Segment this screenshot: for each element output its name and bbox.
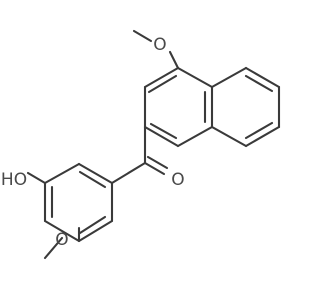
- bond-o-bottom-to-methyl: [43, 236, 64, 260]
- bond-ring-to-hydroxyl: [26, 171, 47, 185]
- bond-ph-1-inner: [78, 170, 107, 189]
- molecule-structure-diagram: O O HO O: [1, 29, 281, 260]
- bond-naph-a6: [176, 66, 214, 89]
- bond-naph-b2-inner: [244, 74, 274, 93]
- bond-carbonyl-double-1: [143, 161, 166, 176]
- bond-naph-a1-inner: [147, 74, 178, 94]
- bond-ph-4: [43, 219, 81, 243]
- bond-naph-b4-inner: [244, 121, 274, 140]
- bond-ph-5-inner: [78, 215, 107, 235]
- bond-naph-b5: [210, 125, 248, 148]
- bond-methyl-top: [132, 29, 153, 43]
- bond-o-top-to-ring: [168, 50, 180, 70]
- bond-carbonyl-double-2: [146, 155, 169, 170]
- bond-naph-b4: [244, 125, 281, 148]
- bond-naph-a4: [176, 125, 214, 148]
- bond-naph-a3: [143, 125, 180, 148]
- bond-naph-b1: [210, 66, 248, 89]
- bond-carbonyl-to-phenyl: [110, 161, 147, 185]
- bond-naph-b2: [244, 66, 281, 89]
- bond-ph-2: [43, 162, 81, 185]
- bond-ph-5: [77, 219, 114, 243]
- atom-o-methoxy-top: O: [153, 35, 166, 55]
- atom-o-methoxy-bottom: O: [55, 230, 68, 250]
- atom-hydroxyl: HO: [1, 170, 27, 190]
- bond-ph-1: [77, 162, 114, 185]
- bond-naph-a3-inner: [149, 122, 178, 140]
- atom-o-carbonyl: O: [171, 170, 184, 190]
- bond-naph-a1: [143, 66, 180, 89]
